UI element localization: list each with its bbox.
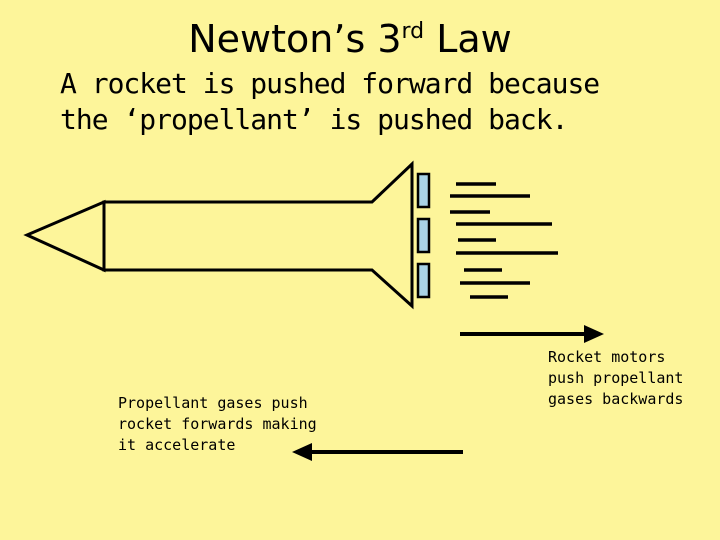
caption-line: gases backwards bbox=[548, 390, 684, 408]
nozzle-top bbox=[416, 172, 431, 209]
caption-line: push propellant bbox=[548, 369, 684, 387]
caption-line: rocket forwards making bbox=[118, 415, 317, 433]
nozzle-bottom bbox=[416, 262, 431, 299]
arrow-left bbox=[292, 443, 463, 461]
caption-line: Propellant gases push bbox=[118, 394, 308, 412]
caption-line: Rocket motors bbox=[548, 348, 666, 366]
caption-propellant-push: Propellant gases push rocket forwards ma… bbox=[118, 393, 317, 456]
subtitle-line-1: A rocket is pushed forward because bbox=[60, 67, 600, 100]
caption-line: it accelerate bbox=[118, 436, 236, 454]
exhaust-gases bbox=[450, 182, 558, 299]
rocket bbox=[23, 160, 414, 310]
title-superscript: rd bbox=[401, 19, 425, 44]
rocket-nozzles bbox=[416, 172, 431, 299]
slide-subtitle: A rocket is pushed forward because the ‘… bbox=[60, 66, 680, 138]
rocket-nose-cone bbox=[23, 199, 106, 273]
nozzle-middle bbox=[416, 217, 431, 254]
arrow-right bbox=[460, 325, 604, 343]
caption-rocket-motors: Rocket motors push propellant gases back… bbox=[548, 347, 683, 410]
rocket-fuselage bbox=[102, 160, 414, 310]
subtitle-line-2: the ‘propellant’ is pushed back. bbox=[60, 103, 568, 136]
title-tail: Law bbox=[424, 17, 512, 61]
title-text: Newton’s 3 bbox=[188, 17, 402, 61]
slide-title: Newton’s 3rd Law bbox=[0, 8, 700, 63]
